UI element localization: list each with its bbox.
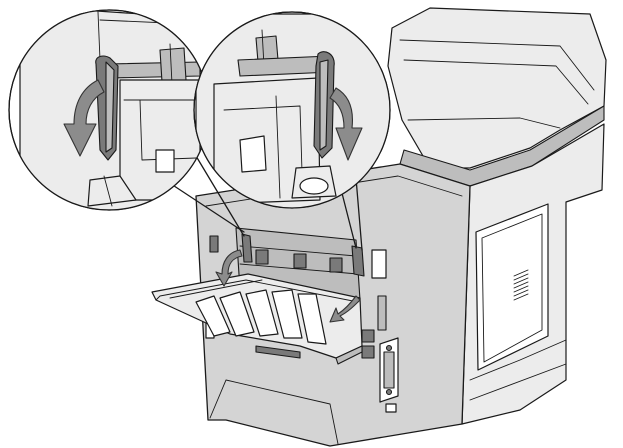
rear-grip <box>255 345 301 359</box>
printer-body <box>195 7 607 447</box>
small-arrow-left <box>215 249 243 287</box>
scanner-lid <box>387 7 607 169</box>
side-vent <box>513 269 529 301</box>
side-access-panel <box>475 203 549 371</box>
left-lever-zoom <box>8 9 210 211</box>
fuser-lever-right <box>351 245 365 277</box>
back-cover-open <box>151 273 363 365</box>
paper-guide-ribs <box>195 289 327 345</box>
rotate-arrow-right <box>329 87 363 161</box>
right-lever-zoom <box>193 11 391 209</box>
fuser-lever-left <box>241 233 253 263</box>
small-arrow-right <box>329 295 361 323</box>
rotate-arrow-left <box>63 79 105 157</box>
interface-ports <box>361 249 399 413</box>
open-arrows-small <box>215 249 361 323</box>
